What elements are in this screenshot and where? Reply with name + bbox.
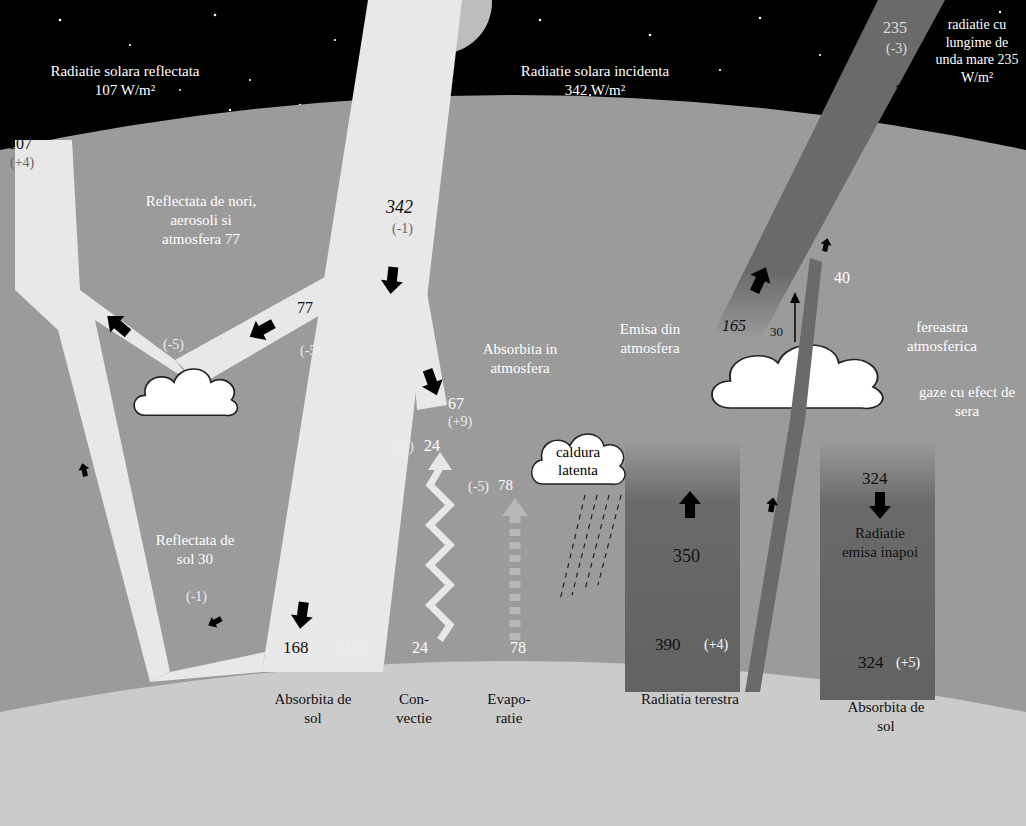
flux-value: 24 xyxy=(412,638,428,658)
flux-value: 78 xyxy=(510,638,526,658)
flux-value: (+4) xyxy=(704,636,728,654)
flux-value: (+4) xyxy=(10,154,34,172)
flux-value: (-1) xyxy=(186,588,207,606)
flux-value: 390 xyxy=(655,634,681,655)
flux-value: (-5) xyxy=(163,336,184,354)
flux-caption: Reflectata de sol 30 xyxy=(148,531,242,569)
flux-value: 40 xyxy=(834,268,850,288)
flux-caption: Radiatie solara reflectata 107 W/m² xyxy=(50,62,200,100)
flux-caption: Emisa din atmosfera xyxy=(598,320,702,358)
flux-value: (+5) xyxy=(896,654,920,672)
flux-value: 77 xyxy=(297,298,313,318)
flux-caption: Evapo- ratie xyxy=(482,690,536,728)
flux-value: (-13) xyxy=(336,638,364,656)
flux-value: 350 xyxy=(673,545,700,568)
flux-value: 235 xyxy=(883,18,907,38)
flux-caption: Radiatia terestra xyxy=(640,690,740,709)
flux-value: (-5) xyxy=(300,342,321,360)
flux-caption: Absorbita in atmosfera xyxy=(468,340,572,378)
flux-value: (-3) xyxy=(393,438,414,456)
flux-value: (-1) xyxy=(392,220,413,238)
flux-value: 324 xyxy=(862,468,888,489)
flux-caption: gaze cu efect de sera xyxy=(912,383,1022,421)
flux-value: (-3) xyxy=(886,40,907,58)
flux-value: 324 xyxy=(858,652,884,673)
flux-caption: Reflectata de nori, aerosoli si atmosfer… xyxy=(145,192,257,248)
flux-caption: Con- vectie xyxy=(392,690,436,728)
flux-value: 342 xyxy=(386,196,413,219)
flux-caption: Absorbita de sol xyxy=(838,698,934,736)
latent-heat-cloud: caldura latenta xyxy=(528,428,628,488)
flux-value: 30 xyxy=(770,324,783,340)
flux-caption: Radiatie solara incidenta 342 W/m² xyxy=(520,62,670,100)
flux-caption: fereastra atmosferica xyxy=(893,318,991,356)
flux-value: 168 xyxy=(283,637,309,658)
flux-value: (-5) xyxy=(468,478,489,496)
flux-value: (+9) xyxy=(448,413,472,431)
flux-caption: radiatie cu lungime de unda mare 235 W/m… xyxy=(932,16,1022,86)
flux-value: 67 xyxy=(448,394,464,414)
flux-caption: Absorbita de sol xyxy=(265,690,361,728)
flux-caption: Radiatie emisa inapoi xyxy=(838,524,922,562)
flux-value: 24 xyxy=(424,436,440,456)
flux-value: 78 xyxy=(498,476,513,495)
flux-value: 165 xyxy=(722,316,746,336)
flux-value: 107 xyxy=(8,134,32,154)
cloud-text: caldura latenta xyxy=(528,443,628,479)
